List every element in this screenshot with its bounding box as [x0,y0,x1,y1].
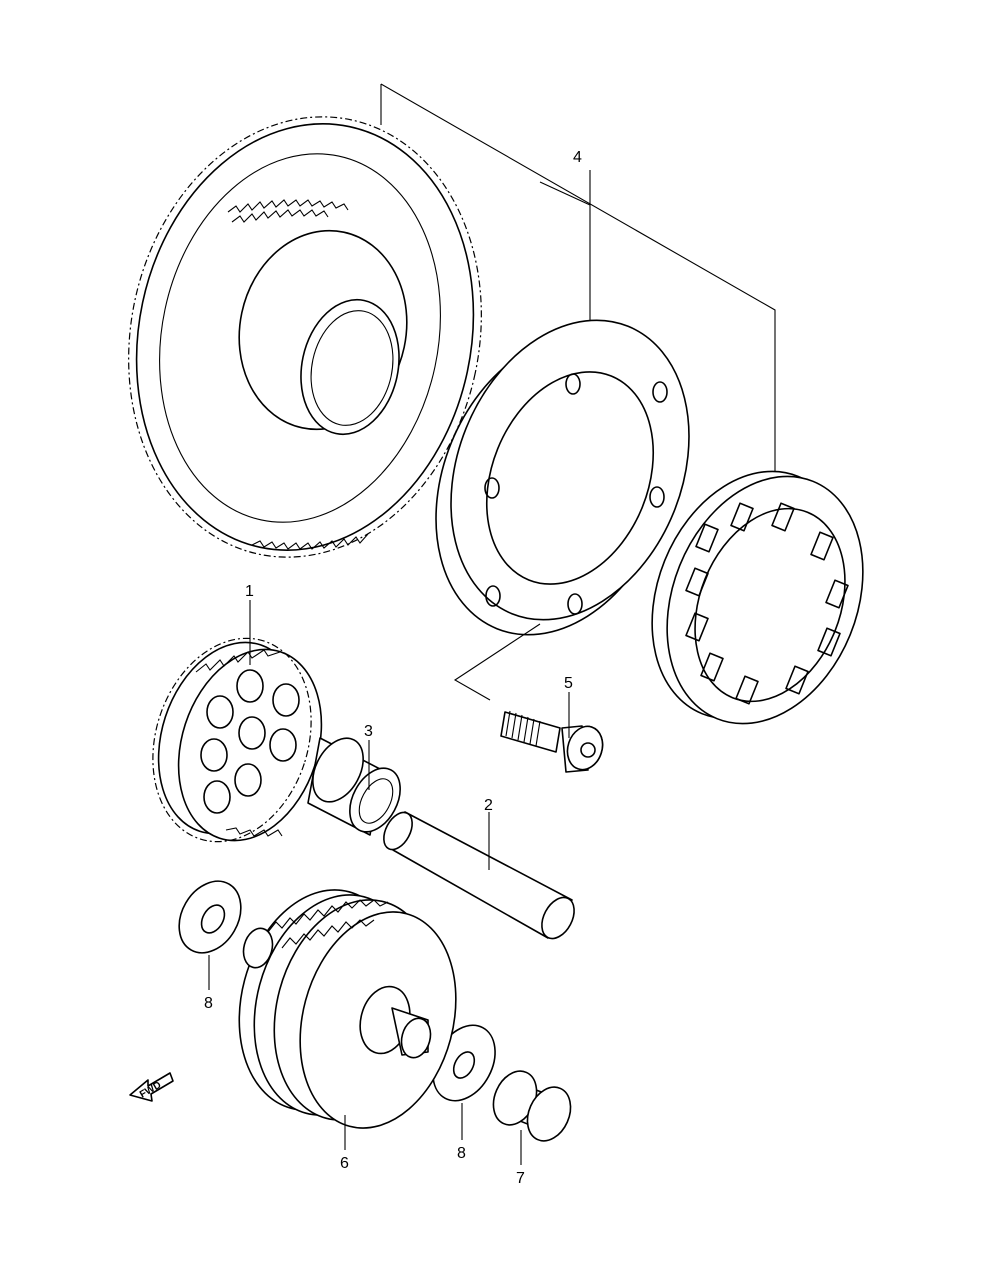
callout-1: 1 [245,583,254,600]
callout-8-upper: 8 [204,995,213,1012]
callout-5: 5 [564,675,573,692]
gear-teeth-top [227,199,349,223]
callout-4: 4 [573,149,582,166]
starter-clutch-body [435,319,690,701]
callout-3: 3 [364,723,373,740]
idle-gear-shaft [383,811,575,940]
idle-gear-teeth [195,649,283,837]
idle-gear-holes [200,669,300,814]
spacer [492,1070,572,1142]
leader-bracket-4 [380,83,776,478]
assembly-teeth [267,899,389,949]
gear-teeth-bottom [251,533,369,550]
callout-leaders [208,600,570,1165]
washer-upper [178,880,242,954]
callout-7: 7 [516,1170,525,1187]
callout-8-lower: 8 [457,1145,466,1162]
callout-2: 2 [484,797,493,814]
bolt-holes [484,373,668,615]
bolt [500,710,604,773]
starter-idle-gear [152,637,323,843]
one-way-clutch [651,470,864,725]
clutch-rollers [685,502,849,705]
starter-clutch-gear-assembly [238,889,457,1129]
callout-6: 6 [340,1155,349,1172]
starter-driven-gear [128,116,482,558]
bushing [307,737,401,836]
forward-arrow-icon: FWD [129,1072,174,1102]
